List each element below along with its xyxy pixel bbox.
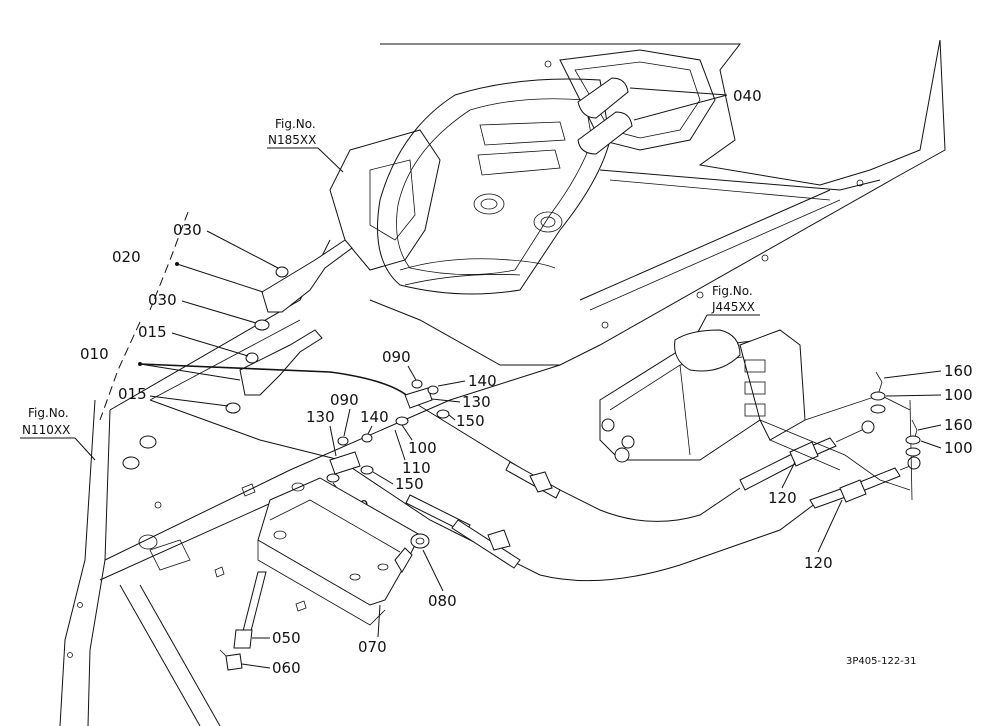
ref-n185-title: Fig.No. [275, 117, 316, 131]
dashboard-body [329, 39, 946, 366]
label-120-lower: 120 [804, 554, 833, 572]
clevis-lower [326, 433, 374, 483]
reference-j445: Fig.No. J445XX [697, 284, 760, 333]
label-060: 060 [272, 659, 301, 677]
label-100-upper: 100 [408, 439, 437, 457]
label-030-lower: 030 [148, 291, 177, 309]
label-080: 080 [428, 592, 457, 610]
label-120-upper: 120 [768, 489, 797, 507]
ref-j445-code: J445XX [711, 300, 755, 314]
drawing-code: 3P405-122-31 [846, 656, 917, 667]
label-010: 010 [80, 345, 109, 363]
label-160-lower: 160 [944, 416, 973, 434]
clevis-upper [395, 379, 450, 426]
label-100-right-lower: 100 [944, 439, 973, 457]
label-015-upper: 015 [138, 323, 167, 341]
bracket-070 [257, 477, 421, 626]
rod-050 [219, 571, 267, 671]
cable-lower [149, 399, 921, 582]
label-130-upper: 130 [462, 393, 491, 411]
nut-080 [410, 533, 430, 549]
reference-n110: Fig.No. N110XX [20, 406, 96, 461]
lever-010 [225, 329, 323, 414]
label-110-upper: 110 [402, 459, 431, 477]
pins-right [870, 371, 921, 457]
label-140-lower: 140 [360, 408, 389, 426]
lever-020 [254, 239, 353, 331]
cable-upper [139, 363, 875, 522]
ref-n110-code: N110XX [22, 423, 70, 437]
label-150-upper: 150 [456, 412, 485, 430]
label-140-upper: 140 [468, 372, 497, 390]
label-015-lower: 015 [118, 385, 147, 403]
label-090-upper: 090 [382, 348, 411, 366]
control-valve [599, 329, 913, 501]
label-150-lower: 150 [395, 475, 424, 493]
ref-n110-title: Fig.No. [28, 406, 69, 420]
label-020: 020 [112, 248, 141, 266]
ref-n185-code: N185XX [268, 133, 316, 147]
label-100-right-upper: 100 [944, 386, 973, 404]
label-090-lower: 090 [330, 391, 359, 409]
label-070: 070 [358, 638, 387, 656]
knob-040: 040 [577, 77, 762, 155]
label-130-lower: 130 [306, 408, 335, 426]
label-160-upper: 160 [944, 362, 973, 380]
label-040: 040 [733, 87, 762, 105]
bracket-010 [99, 321, 141, 421]
label-030-upper: 030 [173, 221, 202, 239]
label-050: 050 [272, 629, 301, 647]
ref-j445-title: Fig.No. [712, 284, 753, 298]
bracket-020 [149, 211, 189, 311]
reference-n185: Fig.No. N185XX [267, 117, 344, 173]
